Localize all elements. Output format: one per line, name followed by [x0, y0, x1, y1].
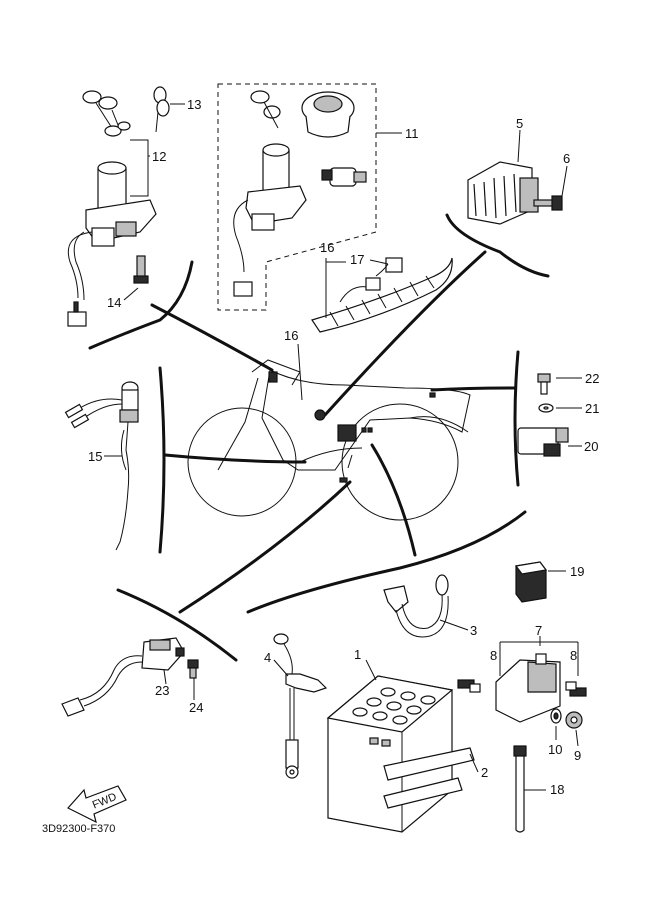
callout-24: 24 — [189, 700, 203, 715]
callout-3: 3 — [470, 623, 477, 638]
battery-cell-caps — [352, 687, 436, 725]
callout-14: 14 — [107, 295, 121, 310]
rectifier-regulator — [467, 129, 568, 225]
callout-6: 6 — [563, 151, 570, 166]
main-switch-assembly — [67, 86, 185, 327]
callout-9: 9 — [574, 748, 581, 763]
screw-icon — [537, 373, 551, 395]
washer-icon — [538, 403, 554, 413]
screw-icon — [187, 659, 199, 679]
ignition-switch-icon — [67, 161, 157, 327]
minus-lead — [273, 633, 328, 779]
callout-8-left: 8 — [490, 648, 497, 663]
callout-12: 12 — [152, 149, 166, 164]
battery-lead — [383, 574, 469, 638]
key-icon — [82, 90, 131, 137]
starter-relay-icon — [517, 427, 569, 457]
callout-1: 1 — [354, 647, 361, 662]
callout-4: 4 — [264, 650, 271, 665]
battery-band — [383, 747, 479, 809]
callout-17: 17 — [350, 252, 364, 267]
section-dividers — [88, 213, 550, 662]
cable-tie — [513, 745, 546, 833]
wire-harness-detail — [297, 257, 453, 401]
washer-icon — [550, 708, 562, 724]
callout-16-lower: 16 — [284, 328, 298, 343]
fuse-icon — [565, 681, 587, 697]
callout-labels: 13 12 14 11 5 6 16 17 16 15 22 21 20 19 … — [88, 97, 599, 797]
leader-lines — [150, 250, 517, 614]
fuel-cap-lock-icon — [301, 91, 355, 138]
sidestand-switch — [61, 637, 199, 717]
battery — [326, 659, 479, 833]
seat-lock-icon — [321, 167, 367, 187]
fwd-arrow-icon: FWD — [67, 785, 127, 824]
diagram-code: 3D92300-F370 — [42, 823, 115, 835]
callout-21: 21 — [585, 401, 599, 416]
callout-11: 11 — [405, 126, 419, 141]
callout-15: 15 — [88, 449, 102, 464]
callout-20: 20 — [584, 439, 598, 454]
callout-13: 13 — [187, 97, 201, 112]
callout-23: 23 — [155, 683, 169, 698]
callout-2: 2 — [481, 765, 488, 780]
relay-set — [517, 373, 582, 457]
callout-5: 5 — [516, 116, 523, 131]
screw-icon — [133, 255, 149, 284]
neutral-switch — [64, 381, 139, 551]
motorcycle-outline — [187, 359, 471, 521]
callout-18: 18 — [550, 782, 564, 797]
callout-7: 7 — [535, 623, 542, 638]
bolt-icon — [533, 195, 563, 211]
flasher-relay — [514, 561, 566, 603]
starter-relay-with-fuses — [457, 636, 587, 747]
steering-lock-set — [217, 83, 402, 311]
callout-10: 10 — [548, 742, 562, 757]
nut-icon — [565, 711, 583, 729]
fuse-icon — [457, 679, 481, 693]
callout-22: 22 — [585, 371, 599, 386]
callout-16-upper: 16 — [320, 240, 334, 255]
callout-19: 19 — [570, 564, 584, 579]
callout-8-right: 8 — [570, 648, 577, 663]
spare-key-icon — [153, 86, 170, 133]
